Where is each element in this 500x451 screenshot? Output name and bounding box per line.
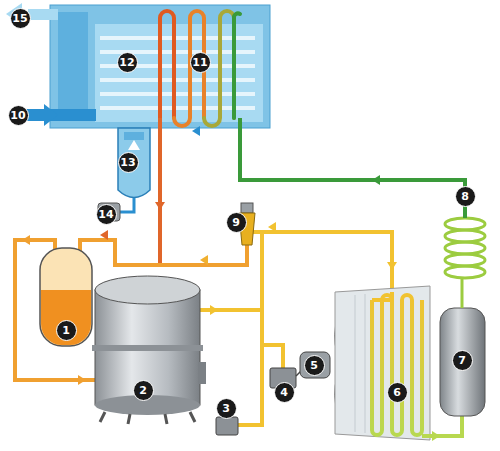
- callout-number: 1: [56, 320, 77, 341]
- callout-number: 13: [118, 152, 139, 173]
- callout-number: 8: [455, 186, 476, 207]
- callout-number: 15: [10, 8, 31, 29]
- callout-number: 14: [96, 204, 117, 225]
- callout-number: 2: [133, 380, 154, 401]
- callout-number: 10: [8, 105, 29, 126]
- callout-number: 11: [190, 52, 211, 73]
- callout-number: 5: [304, 355, 325, 376]
- callout-number: 6: [387, 382, 408, 403]
- callout-number: 12: [117, 52, 138, 73]
- callout-number: 4: [274, 382, 295, 403]
- callout-number: 7: [452, 350, 473, 371]
- callout-number: 9: [226, 212, 247, 233]
- callout-number: 3: [216, 398, 237, 419]
